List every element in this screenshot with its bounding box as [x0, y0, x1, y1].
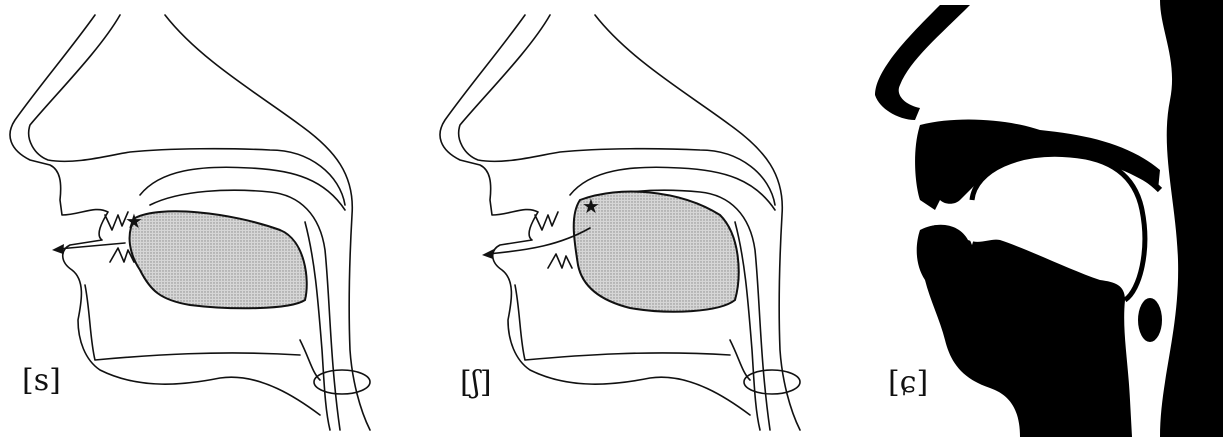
diagram-panel-sh: ★ [ʃ]	[430, 0, 830, 437]
lower-jaw-silhouette	[917, 225, 1132, 437]
nasal-cavity-line	[459, 15, 775, 205]
articulation-star-icon: ★	[582, 194, 600, 218]
nasal-cavity-line	[29, 15, 345, 205]
nose-silhouette	[875, 5, 970, 120]
larynx-line	[300, 340, 320, 380]
phoneme-label-sh: [ʃ]	[460, 368, 492, 398]
phoneme-label-s: [s]	[22, 366, 61, 396]
larynx-line	[730, 340, 750, 380]
lower-lip-silhouette	[920, 225, 956, 255]
diagram-panel-s: ★ [s]	[0, 0, 400, 437]
lower-teeth	[548, 254, 572, 268]
pharynx-wall-inner	[735, 222, 760, 430]
diagram-panel-alveolopalatal: [ɕ]	[860, 0, 1223, 437]
hard-palate-line	[140, 167, 345, 210]
arrow-head-icon	[482, 249, 494, 259]
upper-teeth	[535, 212, 558, 230]
arrow-head-icon	[52, 244, 64, 254]
articulation-star-icon: ★	[125, 209, 143, 233]
posterior-wall-silhouette	[1160, 0, 1223, 437]
tongue-body	[130, 211, 307, 308]
larynx-ring	[314, 370, 370, 394]
larynx-ring	[744, 370, 800, 394]
pharynx-wall-inner	[305, 222, 330, 430]
phoneme-label-alveolopalatal: [ɕ]	[888, 368, 928, 398]
epiglottis-silhouette	[1138, 298, 1162, 342]
